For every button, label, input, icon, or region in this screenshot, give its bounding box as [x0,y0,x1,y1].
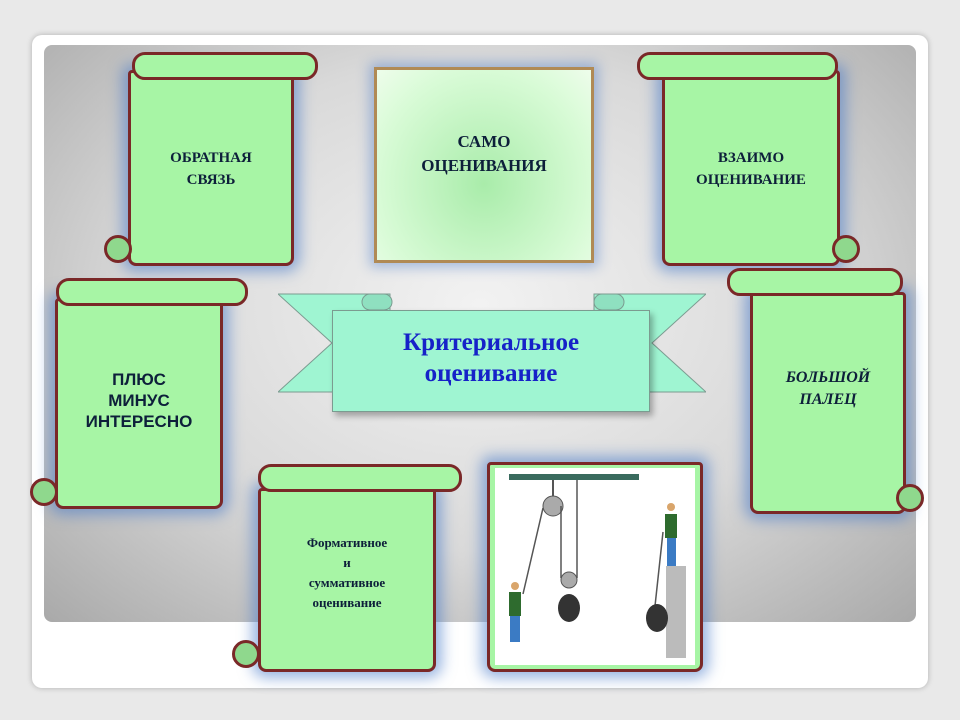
scroll-text-line: ОБРАТНАЯ [170,150,252,166]
scroll-text-line: Формативное [306,535,388,550]
scroll-text-line: МИНУС [108,391,170,410]
scroll-text-line: суммативное [308,575,386,590]
card-text-line: САМО [457,132,511,151]
pulley-illustration [495,468,695,665]
self-assessment-card: САМО ОЦЕНИВАНИЯ [374,67,594,263]
title-line: Критериальное [402,329,580,356]
scroll-text-line: и [343,555,351,570]
scroll-text-line: ИНТЕРЕСНО [85,412,193,431]
title-line: оценивание [424,360,558,387]
scroll-text-line: ОЦЕНИВАНИЕ [696,172,806,188]
scroll-text-line: ПАЛЕЦ [799,391,857,408]
scroll-text-line: ПЛЮС [112,370,166,389]
scroll-text-line: СВЯЗЬ [186,172,236,188]
scroll-text-line: оценивание [312,595,382,610]
scroll-text-line: ВЗАИМО [717,150,785,166]
card-text-line: ОЦЕНИВАНИЯ [421,156,547,175]
scroll-text-line: БОЛЬШОЙ [785,369,871,386]
